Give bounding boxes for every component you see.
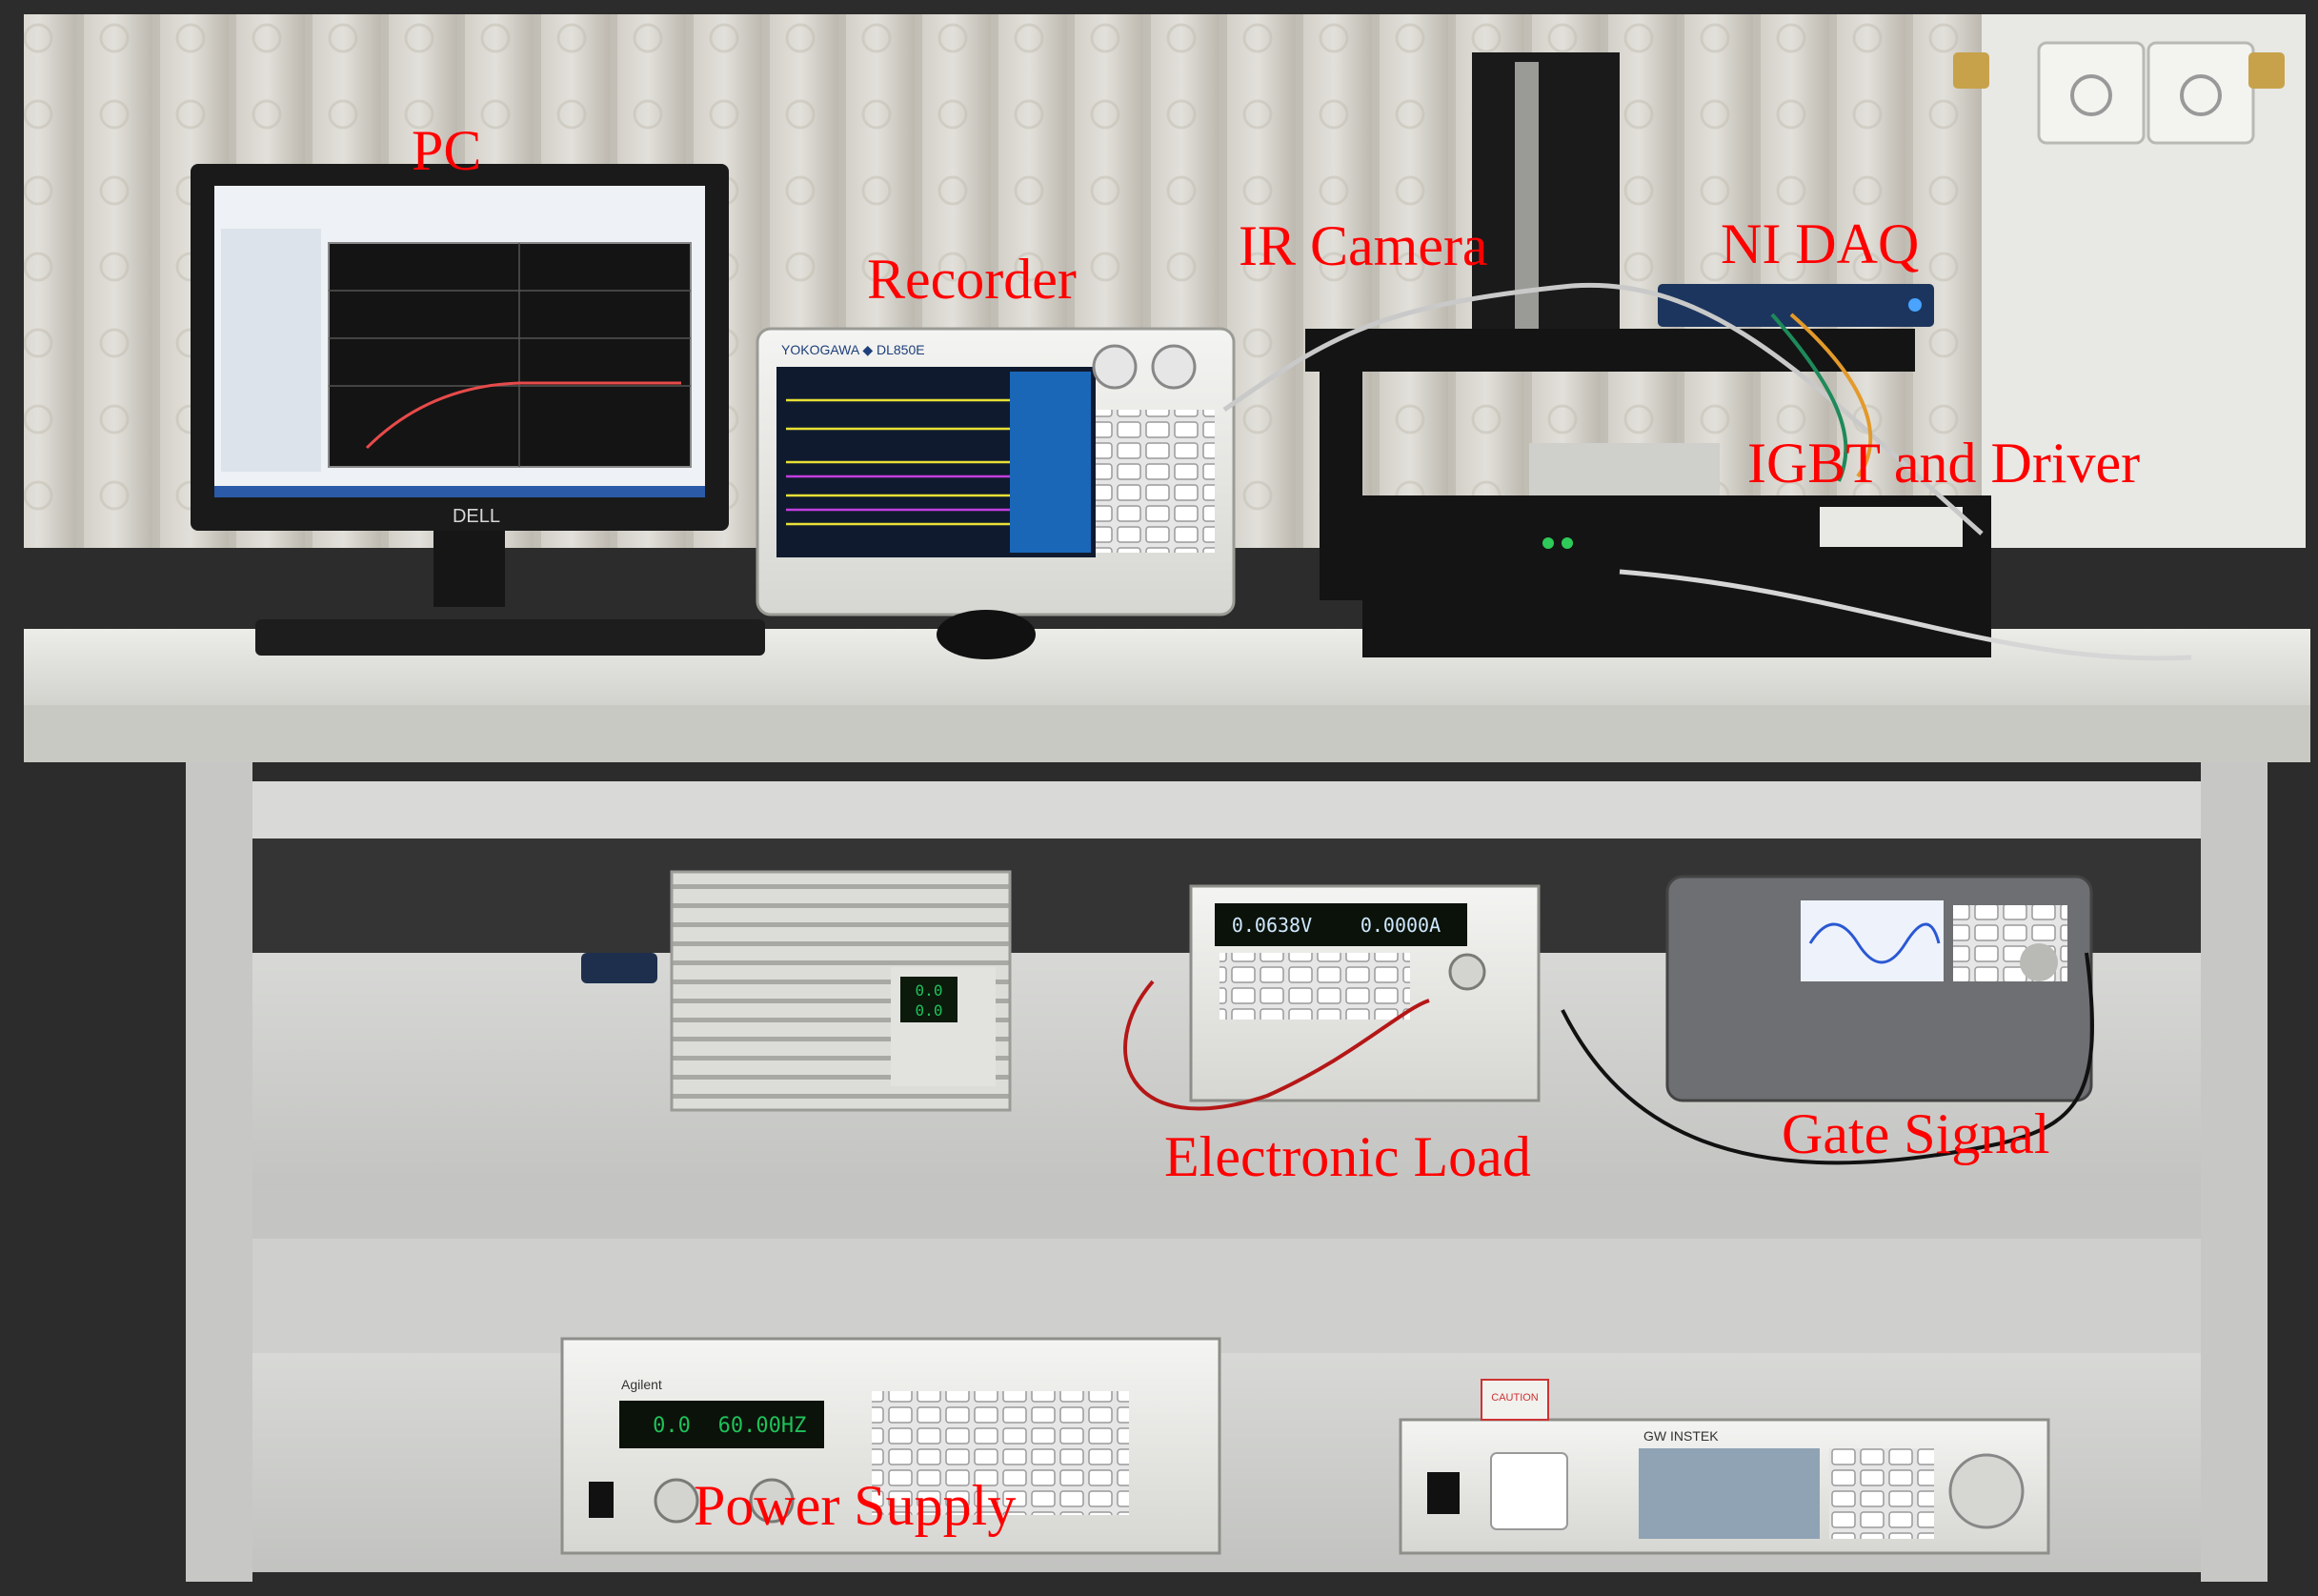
ac-voltage-readout: 0.0	[653, 1414, 691, 1438]
recorder-knob-icon	[1151, 344, 1197, 390]
thermostat-right	[2147, 41, 2255, 145]
label-igbt-and-driver: IGBT and Driver	[1747, 432, 2141, 495]
gw-outlet	[1490, 1452, 1568, 1530]
ac-frequency-readout: 60.00HZ	[718, 1414, 807, 1438]
cable	[1222, 282, 1984, 535]
eload-voltage-readout: 0.0638V	[1232, 914, 1312, 937]
igbt-indicator-icon	[1562, 537, 1573, 549]
recorder-trace	[786, 398, 1086, 526]
dc-psu-voltage-readout: 0.0	[916, 981, 943, 1000]
pc-keyboard	[255, 619, 765, 656]
pc-taskbar	[214, 486, 705, 497]
thermostat-left	[2037, 41, 2146, 145]
shelf-back-top	[252, 781, 2201, 838]
eload-display	[1215, 903, 1467, 946]
gw-display	[1639, 1448, 1820, 1539]
label-pc: PC	[412, 119, 482, 182]
gw-power-switch	[1427, 1472, 1460, 1514]
cable	[1619, 569, 2192, 661]
igbt-indicator-icon	[1542, 537, 1554, 549]
thermostat-dial-icon	[2070, 74, 2112, 116]
recorder-side-panel	[1010, 372, 1091, 553]
ac-power-switch	[589, 1482, 614, 1518]
thermostat-dial-icon	[2180, 74, 2222, 116]
table-edge	[24, 705, 2310, 762]
ac-knob-icon	[749, 1478, 795, 1524]
recorder-brand: YOKOGAWA ◆ DL850E	[781, 342, 925, 357]
padlock	[1953, 52, 1989, 89]
cable	[1770, 313, 1848, 482]
label-electronic-load: Electronic Load	[1164, 1125, 1531, 1188]
gw-knob-icon	[1948, 1453, 2025, 1529]
fgen-sine-wave	[1808, 922, 1941, 964]
dc-psu-display	[900, 977, 957, 1022]
usb-device	[581, 953, 657, 983]
ni-daq-led-icon	[1908, 298, 1922, 312]
ir-camera-frame-leg	[1320, 329, 1362, 600]
ac-display	[619, 1401, 824, 1448]
pc-monitor-stand	[433, 531, 505, 607]
shelf-frame-left	[186, 762, 252, 1582]
caution-text: CAUTION	[1491, 1392, 1539, 1404]
computer-mouse	[937, 610, 1036, 659]
recorder-keypad	[1096, 410, 1215, 553]
ac-keypad	[872, 1391, 1129, 1515]
shelf-divider	[252, 1186, 2201, 1239]
cable	[1789, 313, 1873, 478]
caution-sticker	[1481, 1379, 1549, 1421]
ac-knob-icon	[654, 1478, 699, 1524]
label-ni-daq: NI DAQ	[1721, 212, 1920, 275]
gw-keypad	[1829, 1448, 1934, 1539]
heatsink	[1529, 443, 1720, 498]
fgen-screen	[1801, 900, 1944, 981]
recorder-knob-icon	[1092, 344, 1138, 390]
dc-psu-current-readout: 0.0	[916, 1001, 943, 1020]
cable	[1123, 980, 1430, 1111]
pc-app-sidebar	[221, 229, 321, 472]
fgen-knob-icon	[2020, 943, 2058, 981]
label-ir-camera: IR Camera	[1239, 214, 1488, 277]
shelf-frame-right	[2201, 762, 2268, 1582]
monitor-brand-logo: DELL	[453, 506, 500, 527]
eload-knob-icon	[1448, 953, 1486, 991]
eload-current-readout: 0.0000A	[1361, 914, 1441, 937]
label-power-supply: Power Supply	[694, 1474, 1017, 1537]
gw-brand: GW INSTEK	[1643, 1428, 1719, 1444]
eload-keypad	[1219, 953, 1410, 1020]
label-recorder: Recorder	[867, 248, 1077, 311]
pc-chart-curve	[365, 381, 681, 450]
ni-daq-device	[1658, 284, 1934, 327]
ir-camera-frame	[1305, 329, 1915, 372]
padlock	[2248, 52, 2285, 89]
igbt-label-plate	[1820, 507, 1963, 547]
shelf-bottom-back	[252, 1239, 2201, 1353]
label-gate-signal: Gate Signal	[1782, 1102, 2050, 1165]
ac-brand: Agilent	[621, 1377, 662, 1392]
cable	[1561, 952, 2094, 1165]
